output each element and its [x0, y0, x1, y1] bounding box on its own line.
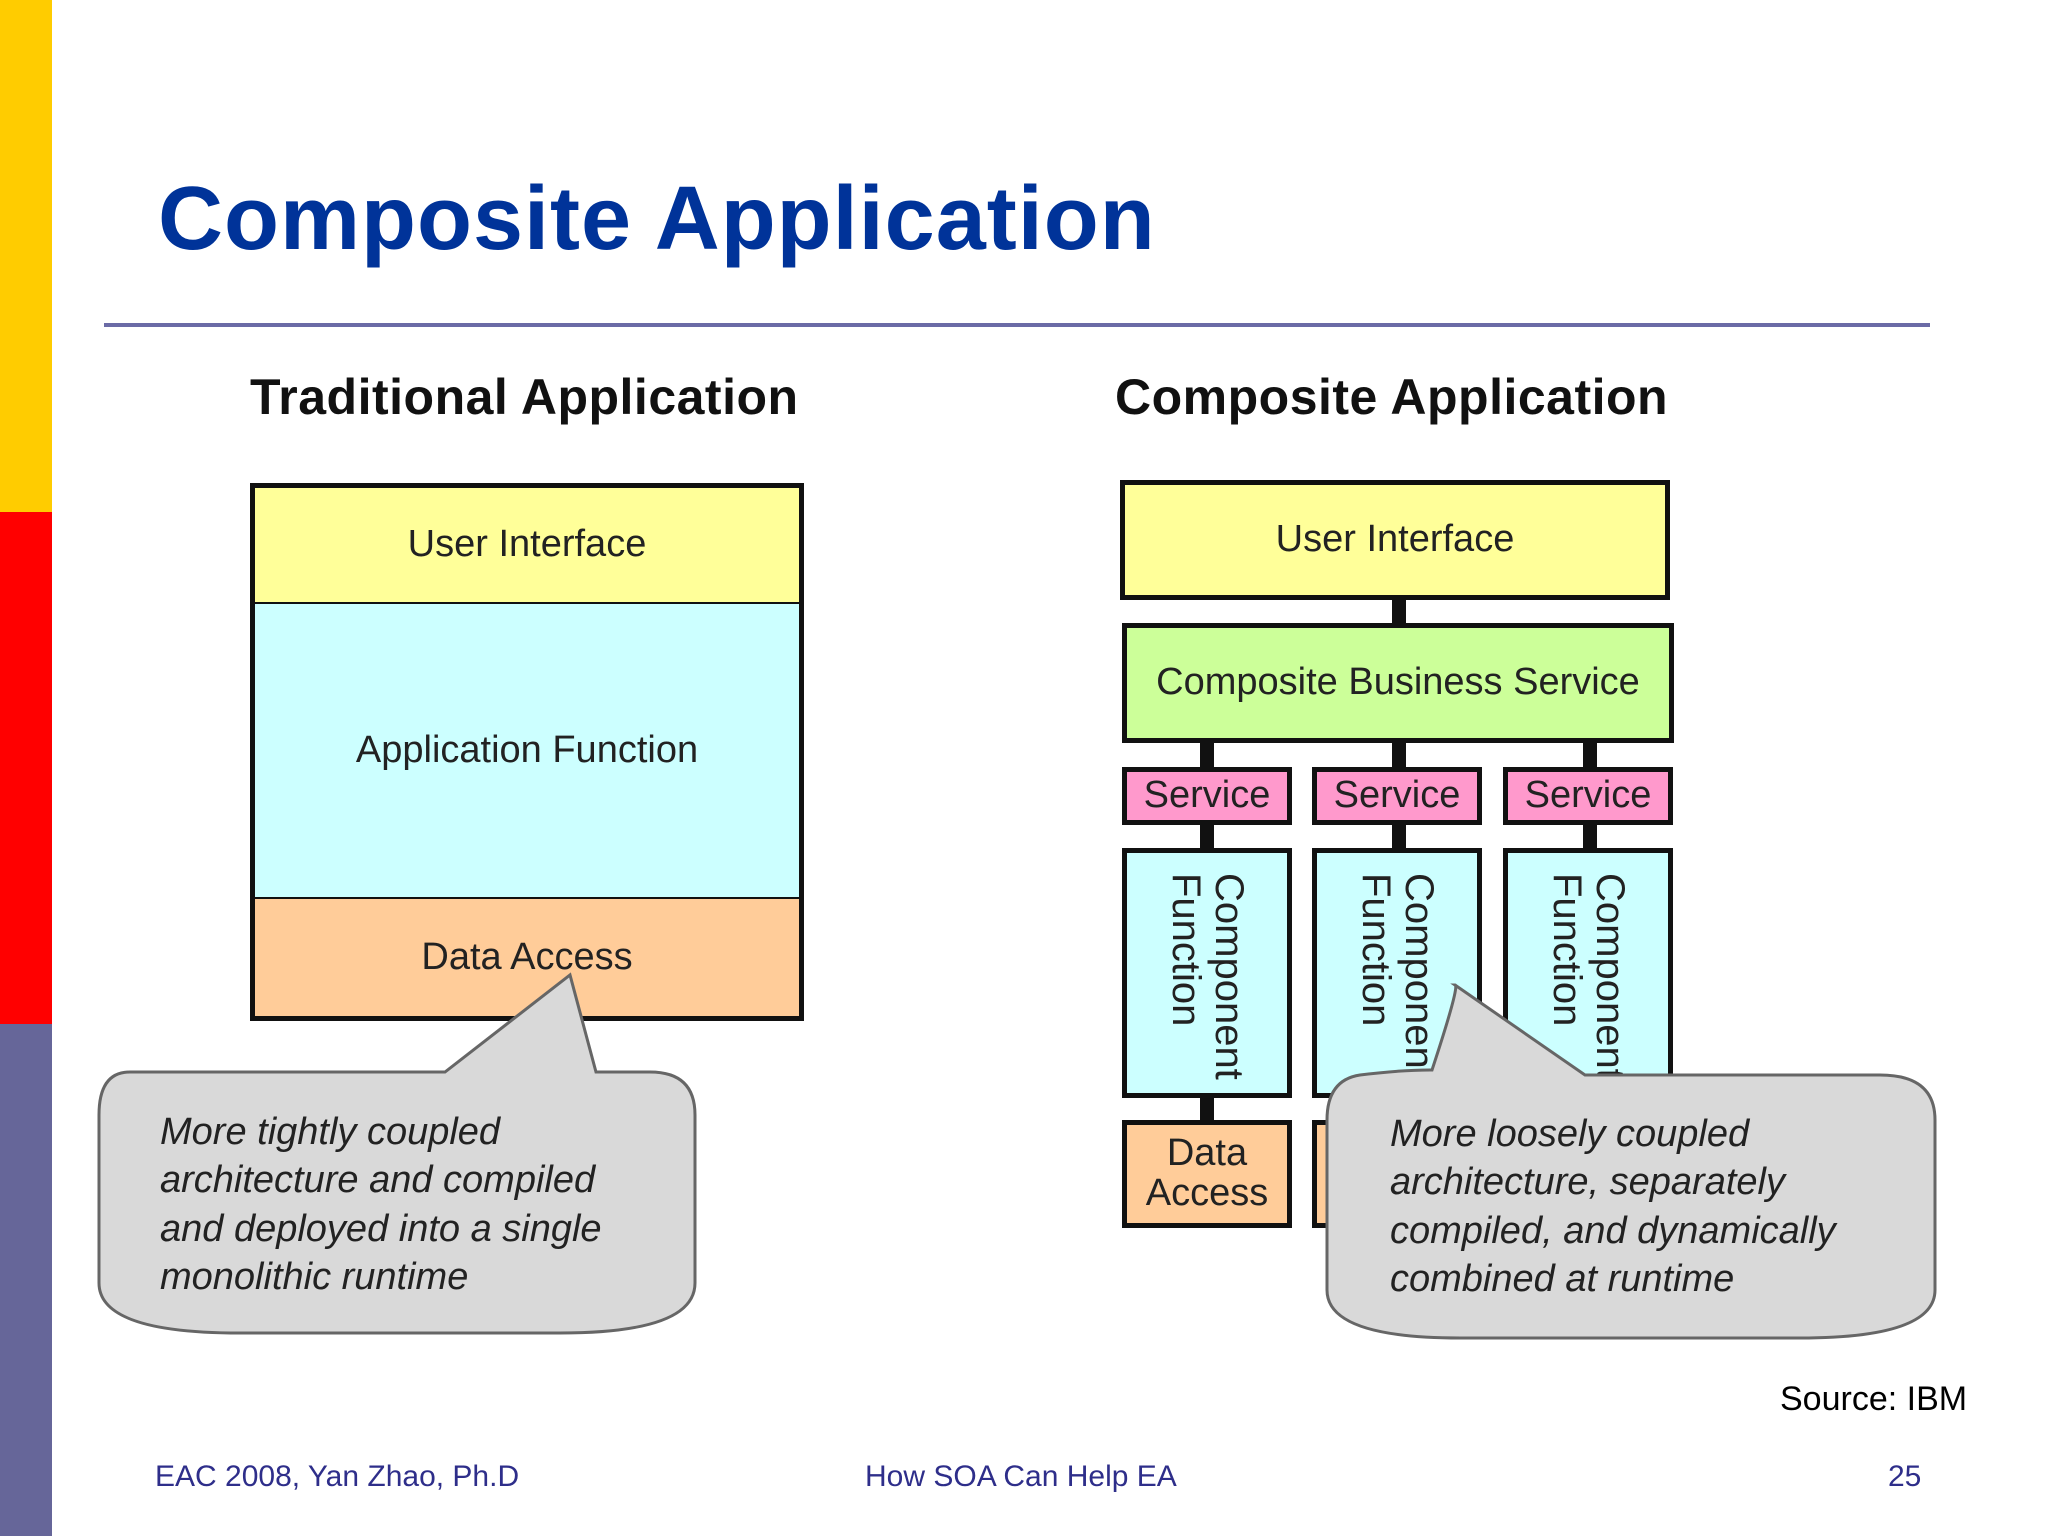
traditional-title: Traditional Application [250, 369, 799, 425]
component-function-box: Component Function [1122, 848, 1292, 1098]
trad-function-layer: Application Function [250, 602, 804, 902]
left-band-yellow [0, 0, 52, 512]
traditional-callout-text: More tightly coupled architecture and co… [160, 1111, 602, 1298]
comp-ui-label: User Interface [1275, 518, 1515, 561]
connector-svc2-comp2 [1392, 822, 1406, 852]
composite-callout-text: More loosely coupled architecture, separ… [1390, 1113, 1836, 1300]
component-function-label: Component Function [1545, 873, 1633, 1080]
left-band-purple [0, 1024, 52, 1536]
connector-cbs-svc2 [1392, 740, 1406, 770]
connector-svc1-comp1 [1200, 822, 1214, 852]
composite-title: Composite Application [1115, 369, 1669, 425]
composite-business-service: Composite Business Service [1122, 623, 1674, 743]
left-band-red [0, 512, 52, 1024]
component-function-label: Component Function [1164, 873, 1252, 1080]
slide-title: Composite Application [158, 169, 1156, 269]
service-label: Service [1524, 774, 1652, 817]
source-note: Source: IBM [1780, 1380, 1968, 1418]
service-box: Service [1312, 767, 1482, 825]
service-box: Service [1122, 767, 1292, 825]
composite-callout [1325, 983, 1937, 1340]
cbs-label: Composite Business Service [1156, 661, 1640, 704]
traditional-callout [97, 972, 697, 1335]
comp-data-access-box: Data Access [1122, 1120, 1292, 1228]
service-box: Service [1503, 767, 1673, 825]
trad-ui-layer: User Interface [250, 483, 804, 607]
footer-page-number: 25 [1888, 1460, 1922, 1493]
data-access-line1: Data [1166, 1132, 1248, 1175]
comp-ui-layer: User Interface [1120, 480, 1670, 600]
connector-comp1-data1 [1200, 1094, 1214, 1124]
service-label: Service [1143, 774, 1271, 817]
connector-ui-cbs [1392, 596, 1406, 626]
trad-ui-label: User Interface [407, 523, 647, 566]
connector-cbs-svc1 [1200, 740, 1214, 770]
component-function-label: Component Function [1354, 873, 1442, 1080]
connector-svc3-comp3 [1583, 822, 1597, 852]
footer-left: EAC 2008, Yan Zhao, Ph.D [155, 1460, 520, 1493]
trad-function-label: Application Function [355, 728, 699, 771]
title-divider [104, 323, 1930, 327]
trad-data-layer: Data Access [250, 897, 804, 1021]
footer-center: How SOA Can Help EA [865, 1460, 1177, 1493]
service-label: Service [1333, 774, 1461, 817]
data-access-line2: Access [1145, 1172, 1269, 1214]
trad-data-label: Data Access [421, 935, 633, 978]
connector-cbs-svc3 [1583, 740, 1597, 770]
